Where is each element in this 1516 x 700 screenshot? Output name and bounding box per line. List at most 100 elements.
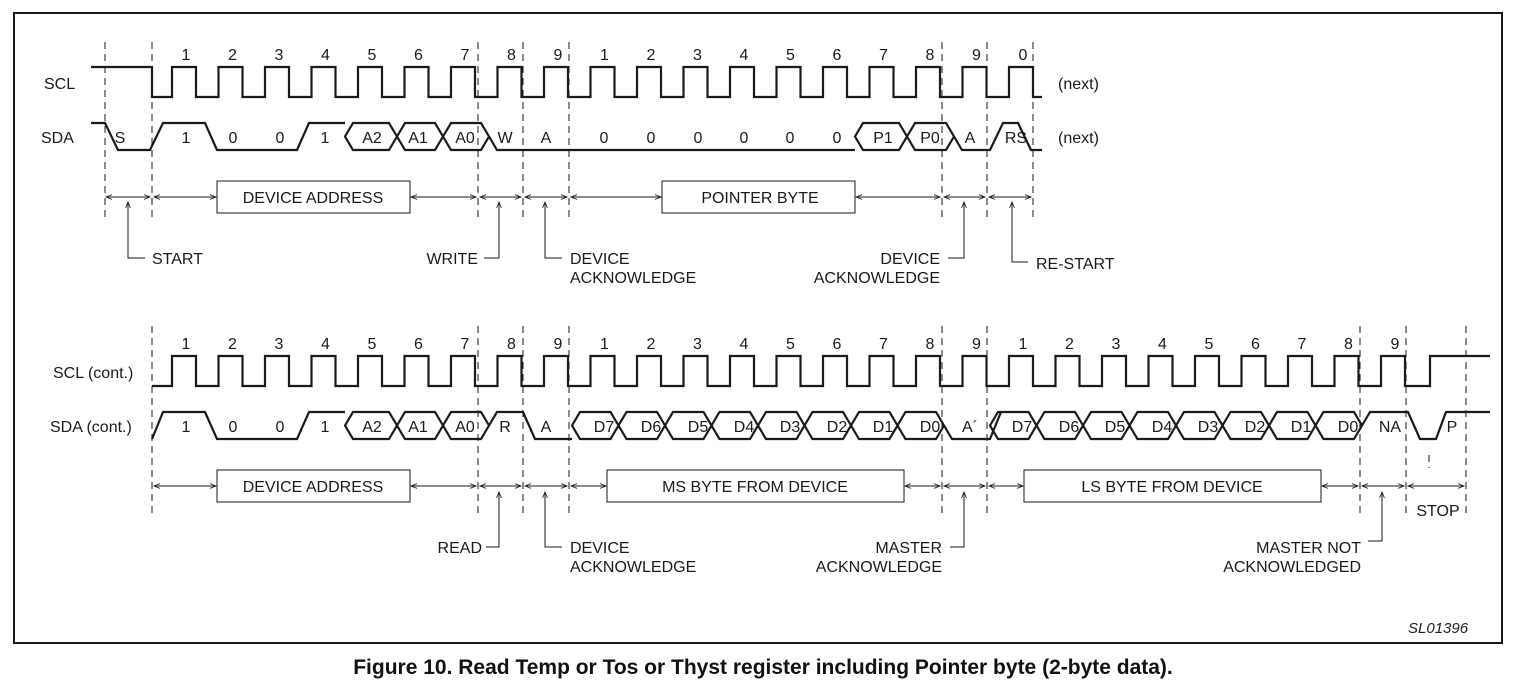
clock-number: 3 [693, 336, 702, 353]
clock-number: 9 [554, 47, 563, 64]
sda-bit: 0 [786, 130, 795, 147]
clock-number: 8 [507, 47, 516, 64]
clock-number: 9 [1391, 336, 1400, 353]
read-callout: READ [438, 490, 502, 557]
svg-text:MASTER NOT: MASTER NOT [1256, 540, 1361, 557]
clock-number: 6 [1251, 336, 1260, 353]
sda-bit: D7 [594, 419, 615, 436]
sda-bit: 1 [182, 419, 191, 436]
sda-bit: P1 [873, 130, 893, 147]
clock-number: 4 [740, 47, 749, 64]
clock-number: 2 [1065, 336, 1074, 353]
sda-bit: D2 [1245, 419, 1266, 436]
sda-cont-waveform [150, 410, 1490, 441]
clock-number: 1 [1019, 336, 1028, 353]
start-callout: START [125, 200, 203, 268]
sda-bit: 0 [694, 130, 703, 147]
restart-callout: RE-START [1009, 200, 1115, 273]
diagram-frame [13, 12, 1503, 644]
sda-bit: 1 [182, 130, 191, 147]
clock-number: 4 [740, 336, 749, 353]
clock-number: 3 [275, 47, 284, 64]
sda-bit: D3 [1198, 419, 1219, 436]
sda-bit: A1 [408, 419, 428, 436]
sda-waveform [91, 121, 1042, 152]
ls-byte-box: LS BYTE FROM DEVICE [1023, 469, 1322, 503]
sda-bit: A1 [408, 130, 428, 147]
clock-number: 2 [228, 336, 237, 353]
sda-bit: D2 [827, 419, 848, 436]
sda-bit: D7 [1012, 419, 1033, 436]
clock-number: 7 [461, 336, 470, 353]
sda-bit: D5 [1105, 419, 1126, 436]
svg-text:ACKNOWLEDGED: ACKNOWLEDGED [1223, 559, 1361, 576]
sda-bit: 0 [229, 419, 238, 436]
sda-bit: D1 [873, 419, 894, 436]
svg-text:MS BYTE FROM DEVICE: MS BYTE FROM DEVICE [662, 479, 848, 496]
clock-number: 1 [600, 47, 609, 64]
clock-number: 5 [786, 47, 795, 64]
clock-number: 5 [368, 336, 377, 353]
sda-cont-label: SDA (cont.) [50, 419, 132, 436]
clock-number: 6 [414, 336, 423, 353]
device-ack-callout: DEVICE ACKNOWLEDGE [542, 490, 696, 576]
sda-bit: 0 [833, 130, 842, 147]
clock-number: 1 [182, 336, 191, 353]
sda-line [953, 121, 1042, 152]
sda-bit: D0 [1338, 419, 1359, 436]
sda-label: SDA [41, 130, 74, 147]
clock-number: 9 [972, 336, 981, 353]
sda-line [488, 135, 855, 152]
sda-line [150, 410, 345, 441]
svg-text:READ: READ [438, 540, 482, 557]
sda-bit: 0 [647, 130, 656, 147]
clock-number: 4 [321, 47, 330, 64]
sda-line [488, 410, 572, 441]
clock-number: 7 [879, 336, 888, 353]
stop-label: STOP [1416, 503, 1459, 520]
figure-caption: Figure 10. Read Temp or Tos or Thyst reg… [353, 656, 1173, 679]
sda-bit: D4 [734, 419, 755, 436]
sda-bit: A2 [362, 130, 382, 147]
clock-number: 1 [600, 336, 609, 353]
scl-line [152, 354, 1490, 388]
sda-bit: R [499, 419, 511, 436]
sda-bit: NA [1379, 419, 1402, 436]
clock-number: 7 [1298, 336, 1307, 353]
clock-number: 8 [507, 336, 516, 353]
sda-bit: 0 [276, 130, 285, 147]
svg-text:DEVICE: DEVICE [570, 251, 630, 268]
sda-bit: D3 [780, 419, 801, 436]
sda-bit: 0 [276, 419, 285, 436]
ms-byte-box: MS BYTE FROM DEVICE [606, 469, 905, 503]
scl-cont-label: SCL (cont.) [53, 365, 133, 382]
clock-number: 6 [833, 336, 842, 353]
clock-number: 2 [647, 336, 656, 353]
clock-number: 6 [414, 47, 423, 64]
clock-number: 4 [1158, 336, 1167, 353]
scl-waveform [91, 65, 1042, 99]
sda-bit: A0 [455, 419, 475, 436]
clock-number: 8 [926, 47, 935, 64]
clock-number: 7 [461, 47, 470, 64]
device-address-box: DEVICE ADDRESS [216, 469, 411, 503]
sda-bit: 0 [229, 130, 238, 147]
svg-text:ACKNOWLEDGE: ACKNOWLEDGE [816, 559, 942, 576]
clock-number: 4 [321, 336, 330, 353]
next-label: (next) [1058, 76, 1099, 93]
figure-code: SL01396 [1408, 620, 1469, 637]
sda-bit: 0 [740, 130, 749, 147]
scl-label: SCL [44, 76, 75, 93]
sda-line [1361, 410, 1490, 441]
clock-number: 8 [926, 336, 935, 353]
sda-bit: D6 [1059, 419, 1080, 436]
next-label: (next) [1058, 130, 1099, 147]
device-ack-callout: DEVICE ACKNOWLEDGE [542, 200, 696, 287]
clock-number: 2 [228, 47, 237, 64]
sda-bit: D5 [688, 419, 709, 436]
sda-bit: D1 [1291, 419, 1312, 436]
svg-text:ACKNOWLEDGE: ACKNOWLEDGE [570, 270, 696, 287]
